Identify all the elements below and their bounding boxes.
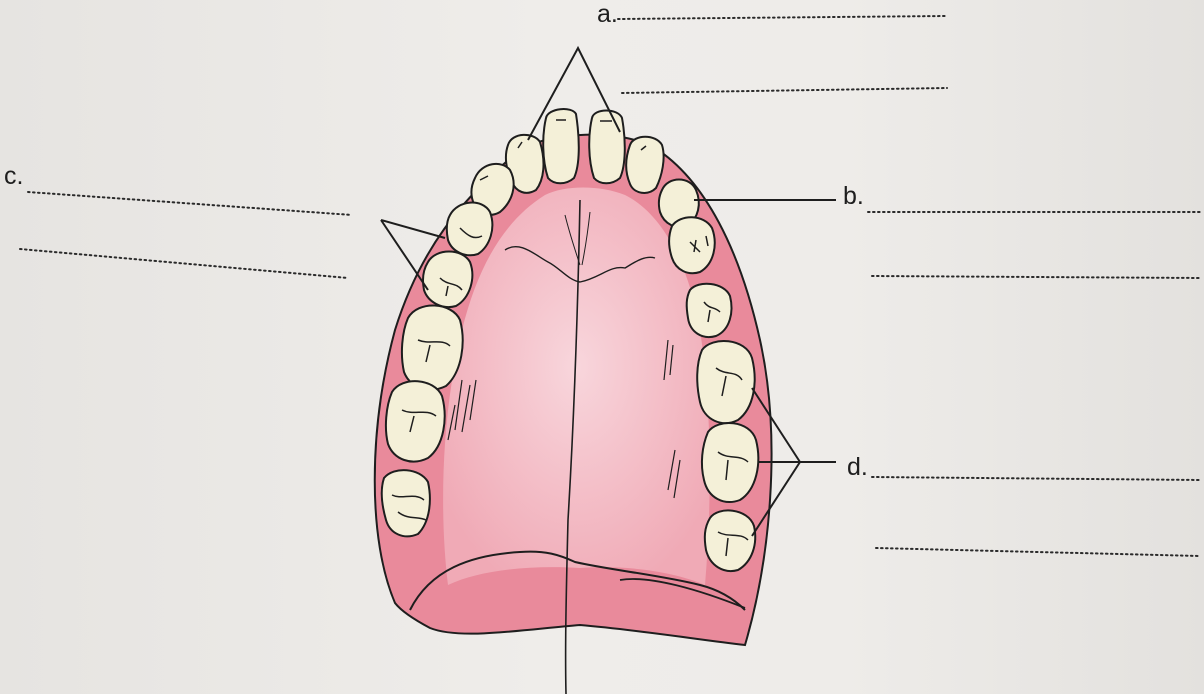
molar-2-left: [386, 381, 445, 461]
premolar-1-left: [447, 203, 493, 256]
label-b: b.: [843, 184, 864, 209]
label-c: c.: [4, 164, 23, 189]
answer-line-b2: [872, 276, 1200, 278]
answer-line-d1: [872, 477, 1200, 480]
answer-line-a1: [618, 16, 945, 19]
answer-line-c1: [28, 192, 352, 215]
molar-1-right: [697, 341, 754, 423]
molar-2-right: [702, 423, 758, 502]
molar-3-right: [705, 510, 755, 571]
label-d: d.: [847, 455, 868, 480]
answer-line-a2: [622, 88, 947, 93]
molar-1-left: [402, 305, 463, 389]
molar-3-left: [382, 470, 430, 536]
answer-line-d2: [876, 548, 1200, 556]
label-a: a.: [597, 2, 618, 27]
lateral-incisor-right: [626, 137, 663, 193]
premolar-2-right: [687, 284, 732, 337]
premolar-2-left: [423, 252, 472, 308]
answer-line-c2: [20, 249, 348, 278]
